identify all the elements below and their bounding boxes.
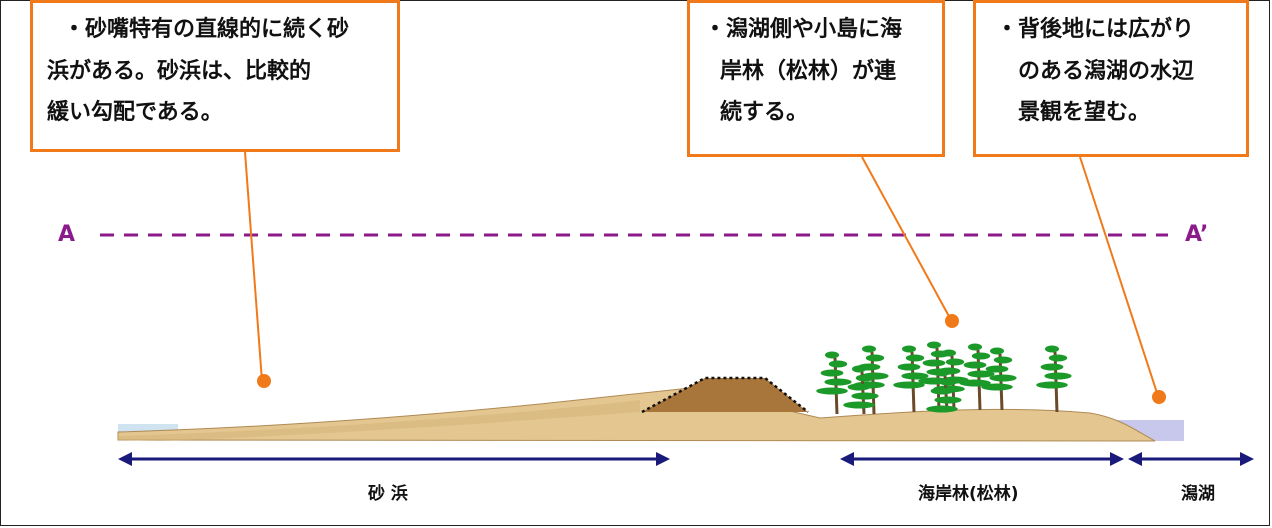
zone-label-beach: 砂 浜 [368, 484, 408, 504]
callout-forest-line3: 続する。 [720, 100, 809, 125]
section-label-a-prime: A’ [1185, 222, 1209, 247]
range-arrow-lagoon [1128, 452, 1254, 466]
callout-lagoon-line1: ・背後地には広がり [996, 17, 1195, 42]
callout-beach: ・砂嘴特有の直線的に続く砂 浜がある。砂浜は、比較的 緩い勾配である。 [30, 0, 400, 152]
range-arrow-forest [840, 452, 1124, 466]
arrowhead-icon [1128, 452, 1142, 466]
callout-beach-line2: 浜がある。砂浜は、比較的 [47, 59, 312, 84]
callout-forest-line2: 岸林（松林）が連 [720, 59, 897, 84]
arrowhead-icon [840, 452, 854, 466]
marker-dot-icon [945, 314, 959, 328]
marker-dot-icon [1152, 390, 1166, 404]
section-label-a: A [58, 222, 76, 247]
leader-line-beach [244, 151, 263, 382]
pine-tree-icon [816, 351, 852, 415]
arrowhead-icon [1110, 452, 1124, 466]
dune-outline [641, 376, 809, 414]
pine-tree-icon [981, 347, 1017, 411]
zone-label-forest: 海岸林(松林) [918, 484, 1019, 504]
callout-lagoon-line2: のある潟湖の水辺 [1018, 59, 1195, 84]
callout-beach-line1: ・砂嘴特有の直線的に続く砂 [63, 17, 350, 42]
callout-forest: ・潟湖側や小島に海 岸林（松林）が連 続する。 [687, 0, 945, 157]
sand-texture [118, 400, 640, 441]
pine-tree-icon [893, 345, 929, 413]
callout-forest-line1: ・潟湖側や小島に海 [704, 17, 903, 42]
marker-dot-icon [257, 374, 271, 388]
pine-tree-icon [843, 365, 879, 415]
leader-line-forest [861, 156, 952, 321]
pine-tree-icon [959, 343, 995, 411]
arrowhead-icon [118, 452, 132, 466]
dune [642, 378, 808, 412]
arrowhead-icon [656, 452, 670, 466]
arrowhead-icon [1240, 452, 1254, 466]
callout-beach-line3: 緩い勾配である。 [47, 100, 223, 125]
pine-tree-icon [1036, 345, 1072, 413]
leader-line-lagoon [1079, 156, 1159, 397]
pine-forest [816, 341, 1072, 415]
range-arrow-beach [118, 452, 670, 466]
callout-lagoon-line3: 景観を望む。 [1018, 100, 1151, 125]
callout-lagoon: ・背後地には広がり のある潟湖の水辺 景観を望む。 [973, 0, 1249, 157]
pine-tree-icon [926, 369, 962, 413]
zone-label-lagoon: 潟湖 [1181, 484, 1215, 504]
